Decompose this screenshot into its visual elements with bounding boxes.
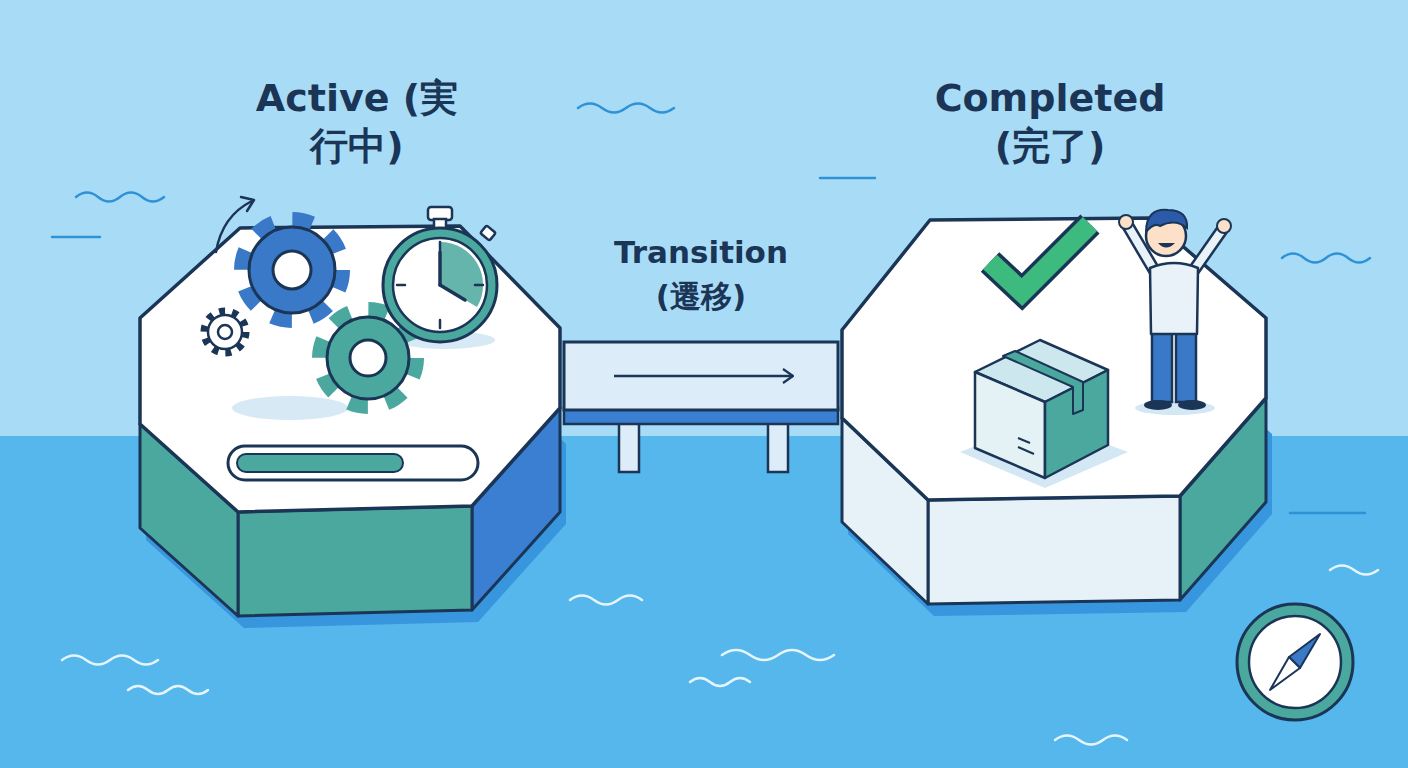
- gear-hole: [273, 251, 311, 289]
- gear: [208, 315, 242, 349]
- state-island: Completed (完了): [838, 70, 1278, 620]
- bridge-deck: [564, 342, 838, 410]
- leg: [1152, 330, 1172, 402]
- hair: [1146, 210, 1187, 232]
- shadow: [395, 331, 495, 349]
- compass-ring: [1237, 604, 1353, 720]
- wave: [1055, 736, 1127, 745]
- wave: [1290, 512, 1365, 515]
- wave: [570, 596, 642, 605]
- gear-hole: [218, 325, 232, 339]
- tick: [475, 284, 483, 287]
- wave: [578, 104, 674, 113]
- shadow: [232, 396, 348, 420]
- state-heading: Completed (完了): [915, 74, 1185, 170]
- head: [1146, 216, 1186, 256]
- hand: [1217, 219, 1231, 233]
- box-side: [1045, 370, 1108, 478]
- compass: [1237, 604, 1353, 720]
- hand: [440, 285, 465, 300]
- wave: [62, 656, 158, 665]
- gear-hole: [350, 340, 386, 376]
- stopwatch-crown: [428, 207, 452, 220]
- checkmark-outline: [990, 224, 1090, 292]
- wave: [1330, 566, 1378, 575]
- leg: [1176, 330, 1196, 402]
- state-island: Active (実行中): [130, 70, 564, 630]
- hand: [1119, 215, 1133, 229]
- hand: [438, 252, 442, 285]
- tick: [439, 242, 442, 250]
- island-top: [842, 218, 1266, 500]
- shadow: [1135, 401, 1215, 415]
- wave: [820, 177, 875, 180]
- wave: [1282, 254, 1370, 263]
- arm-outline: [1194, 230, 1222, 270]
- wave: [128, 686, 208, 694]
- shoe: [1144, 400, 1172, 410]
- stopwatch-face: [393, 238, 487, 332]
- box-top: [975, 340, 1108, 402]
- shirt: [1150, 263, 1198, 334]
- wave: [722, 650, 834, 660]
- transition-arrow: [614, 375, 793, 378]
- gear-teeth: [242, 220, 342, 320]
- gear-teeth: [204, 311, 246, 353]
- arm-outline: [1128, 226, 1154, 270]
- shadow: [960, 420, 1128, 488]
- arm: [1128, 226, 1154, 270]
- smile: [1158, 243, 1175, 248]
- stopwatch: [383, 228, 497, 342]
- stopwatch-sector: [440, 242, 483, 307]
- waves: [52, 104, 1370, 514]
- island-top: [140, 226, 560, 512]
- island-side: [238, 506, 472, 616]
- compass-face: [1249, 616, 1341, 708]
- box-front: [975, 372, 1045, 478]
- rotation-arrow-head: [241, 197, 254, 211]
- progress-bar: [228, 446, 478, 480]
- shoe: [1178, 400, 1206, 410]
- bridge-leg: [768, 422, 788, 472]
- bridge-connector: [564, 342, 838, 472]
- state-heading: Active (実行中): [237, 74, 477, 170]
- bridge-side: [564, 408, 838, 424]
- progress-fill: [237, 454, 403, 472]
- gear: [249, 227, 335, 313]
- box-label: [1018, 438, 1034, 454]
- arm: [1194, 230, 1222, 270]
- bridge-leg: [619, 422, 639, 472]
- wave: [52, 236, 100, 239]
- gear: [327, 317, 409, 399]
- box-tape: [1003, 351, 1083, 414]
- stopwatch-ticks: [397, 242, 483, 328]
- compass-needle: [1289, 634, 1320, 668]
- completed-icons: [960, 210, 1231, 488]
- transition-label: Transition (遷移): [591, 230, 811, 318]
- island-side: [928, 496, 1180, 604]
- compass-needle: [1270, 657, 1300, 690]
- stopwatch-neck: [434, 219, 446, 229]
- wave: [690, 678, 750, 686]
- tick: [439, 320, 442, 328]
- rotation-arrow: [216, 201, 252, 252]
- active-icons: [204, 197, 497, 480]
- tick: [397, 284, 405, 287]
- wave: [76, 193, 164, 202]
- checkmark: [990, 224, 1090, 292]
- stopwatch-button: [480, 225, 496, 240]
- gear-teeth: [320, 310, 416, 406]
